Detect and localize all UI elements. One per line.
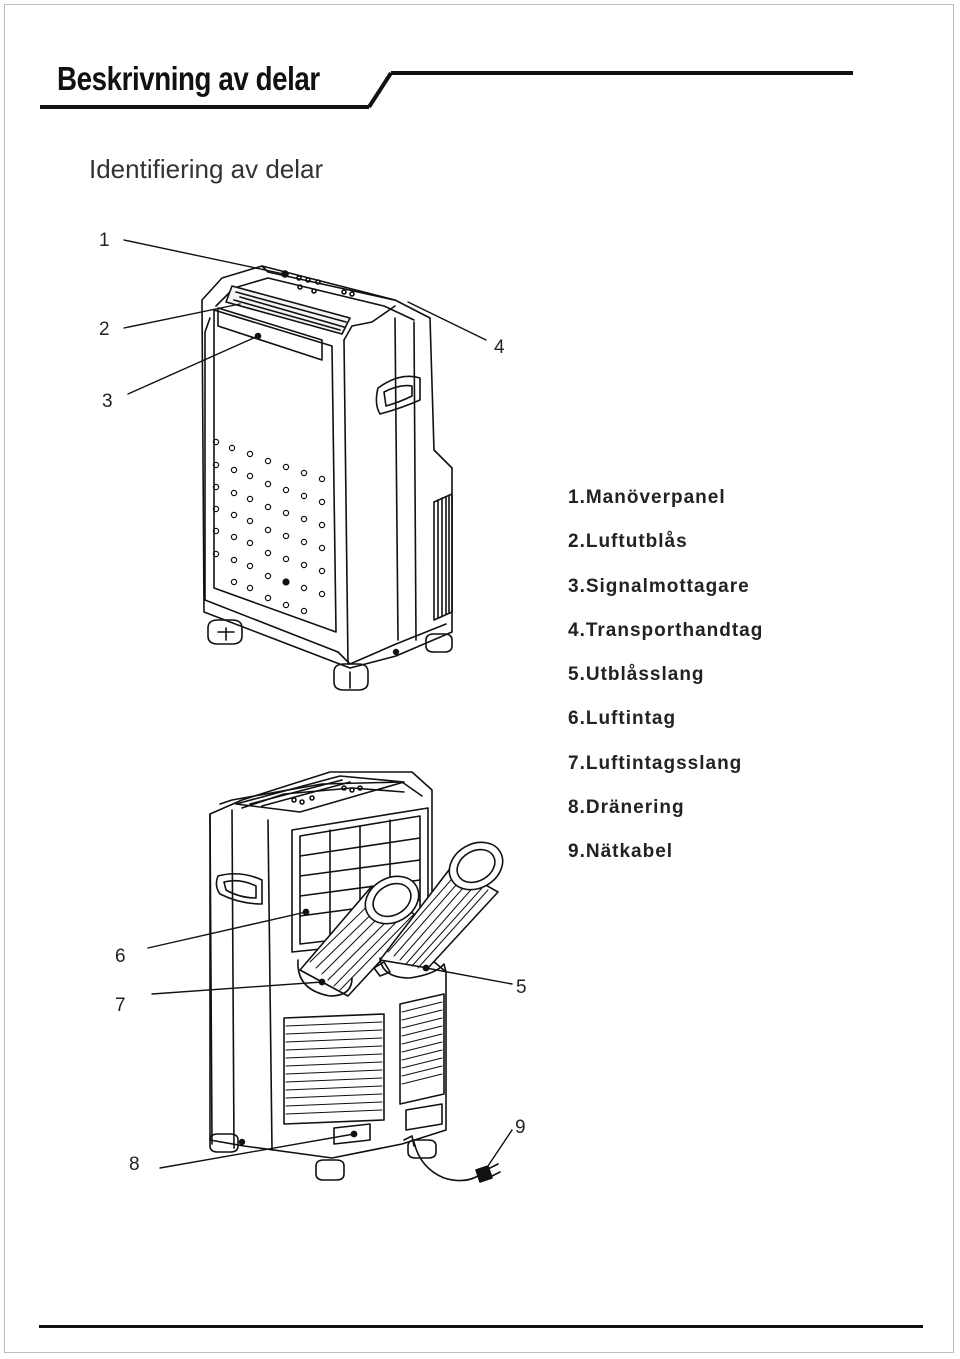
list-item: 9.Nätkabel	[568, 841, 674, 863]
list-item: 7.Luftintagsslang	[568, 752, 743, 774]
parts-list: 1.Manöverpanel 2.Luftutblås 3.Signalmott…	[568, 487, 763, 886]
section-subtitle: Identifiering av delar	[89, 154, 324, 184]
callout-7: 7	[115, 995, 126, 1016]
list-item: 3.Signalmottagare	[568, 575, 750, 597]
callout-8: 8	[129, 1154, 140, 1175]
list-item: 8.Dränering	[568, 797, 685, 819]
section-title: Beskrivning av delar	[57, 60, 320, 97]
list-item: 6.Luftintag	[568, 708, 677, 730]
list-item: 1.Manöverpanel	[568, 487, 726, 508]
callout-3: 3	[102, 391, 113, 412]
footer-rule	[39, 1325, 923, 1328]
callout-4: 4	[494, 337, 505, 358]
callout-5: 5	[516, 977, 527, 998]
list-item: 2.Luftutblås	[568, 531, 688, 553]
list-item: 4.Transporthandtag	[568, 619, 764, 641]
callout-2: 2	[99, 319, 110, 340]
list-item: 5.Utblåsslang	[568, 664, 705, 686]
callout-1: 1	[99, 230, 110, 251]
callout-6: 6	[115, 946, 126, 967]
page-border	[4, 4, 954, 1353]
callout-9: 9	[515, 1117, 526, 1138]
